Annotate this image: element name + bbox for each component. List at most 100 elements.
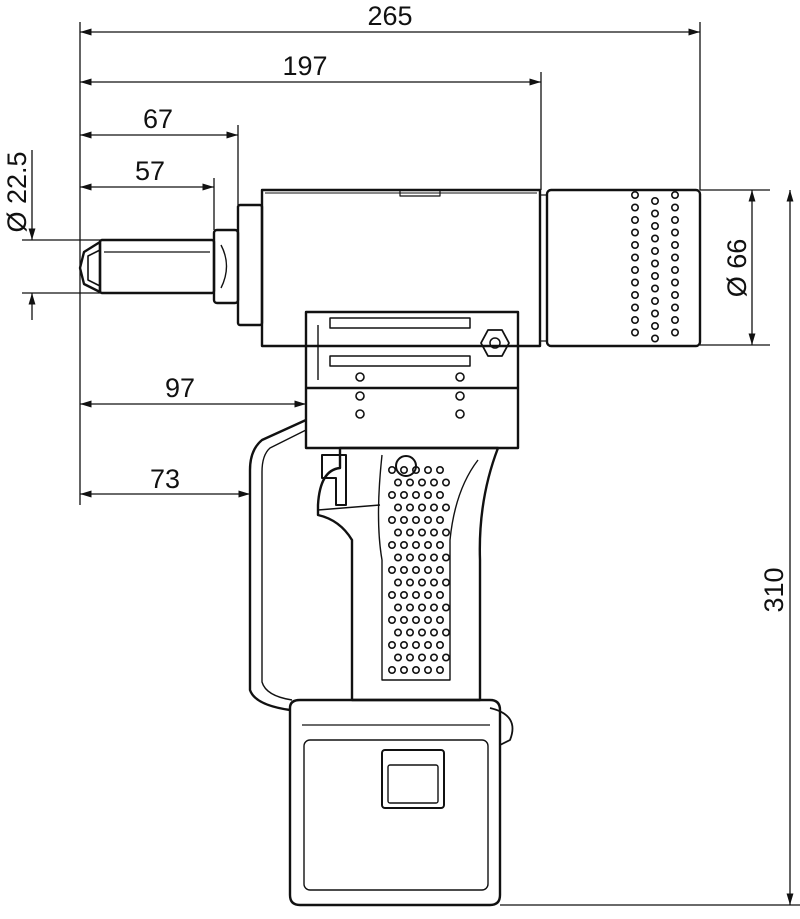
guard-loop (248, 418, 307, 712)
sleeve-dot (630, 228, 639, 237)
handle-dot (393, 653, 402, 662)
screw-hole (355, 391, 365, 401)
handle-dot (387, 565, 396, 574)
handle-dot (399, 490, 408, 499)
screw-hole (355, 409, 365, 419)
hex-bolt (480, 329, 510, 357)
handle-dot (417, 503, 426, 512)
handle-dot (435, 490, 444, 499)
handle-dot (411, 640, 420, 649)
battery-latch (381, 749, 445, 809)
handle-dot (423, 640, 432, 649)
handle-dot (429, 528, 438, 537)
upper-housing (304, 310, 520, 450)
dim-310-label: 310 (759, 567, 789, 612)
sleeve-dot (670, 191, 679, 200)
sleeve-dot (630, 203, 639, 212)
sleeve-dot (630, 191, 639, 200)
handle-dot (393, 628, 402, 637)
handle-dot (411, 665, 420, 674)
handle-dot (399, 615, 408, 624)
handle-dot (441, 503, 450, 512)
handle-dot (393, 578, 402, 587)
handle-dot (399, 540, 408, 549)
sleeve-dot (630, 253, 639, 262)
sleeve-dot (670, 203, 679, 212)
sleeve-dot (670, 328, 679, 337)
sleeve-dot (650, 197, 659, 206)
handle-dot (417, 478, 426, 487)
sleeve-dot (670, 278, 679, 287)
handle-dot (405, 553, 414, 562)
handle-dot (417, 553, 426, 562)
handle-dot (429, 653, 438, 662)
handle-dot (423, 465, 432, 474)
handle-dot (387, 665, 396, 674)
sleeve-dot (670, 303, 679, 312)
battery-pack (288, 698, 502, 907)
sleeve-dot (650, 321, 659, 330)
handle-dot (423, 515, 432, 524)
sleeve-dot (670, 241, 679, 250)
handle-dot (441, 478, 450, 487)
front-collar (236, 203, 264, 327)
handle-dot (393, 478, 402, 487)
handle-dot (399, 665, 408, 674)
sleeve-dot (630, 328, 639, 337)
handle-dot (429, 578, 438, 587)
handle-dot (429, 503, 438, 512)
handle-dot (393, 603, 402, 612)
sleeve-dot (630, 265, 639, 274)
housing-screw-holes (355, 372, 465, 419)
sleeve-dot (670, 265, 679, 274)
dim-57-label: 57 (135, 156, 165, 186)
nose-barrel (98, 238, 216, 295)
handle-dot (405, 653, 414, 662)
handle-dot (441, 578, 450, 587)
handle-dot (435, 465, 444, 474)
handle-dot (387, 515, 396, 524)
sleeve-dot (650, 209, 659, 218)
sleeve-dot (630, 216, 639, 225)
handle-dot (405, 628, 414, 637)
handle-dot (435, 615, 444, 624)
handle-dot (399, 515, 408, 524)
handle-dot (429, 553, 438, 562)
handle-dot (429, 478, 438, 487)
sleeve-dot (650, 309, 659, 318)
sleeve-dot (630, 315, 639, 324)
handle-dot (429, 628, 438, 637)
handle-dot (393, 503, 402, 512)
handle-dot (435, 640, 444, 649)
handle-dot (387, 490, 396, 499)
handle-dot (423, 590, 432, 599)
grip (316, 446, 500, 702)
handle-dot (417, 628, 426, 637)
handle-dot (441, 653, 450, 662)
sleeve-dot (630, 290, 639, 299)
sleeve-dot (630, 241, 639, 250)
handle-dot (423, 615, 432, 624)
handle-dot (435, 665, 444, 674)
handle-dot (441, 553, 450, 562)
tool-outline (78, 188, 702, 907)
handle-dot (435, 515, 444, 524)
handle-dot (435, 590, 444, 599)
handle-dot (405, 528, 414, 537)
handle-dot (417, 578, 426, 587)
dim-67-label: 67 (143, 104, 173, 134)
handle-dot (441, 603, 450, 612)
dim-97-label: 97 (165, 373, 195, 403)
trigger (321, 454, 347, 506)
handle-dot (399, 590, 408, 599)
handle-dot (405, 578, 414, 587)
screw-hole (355, 372, 365, 382)
handle-dot (393, 528, 402, 537)
handle-dot (387, 590, 396, 599)
handle-dot (411, 465, 420, 474)
sleeve-dot (650, 234, 659, 243)
sleeve-dot (650, 284, 659, 293)
sleeve-dot (670, 228, 679, 237)
handle-dot (411, 615, 420, 624)
handle-dot (417, 603, 426, 612)
